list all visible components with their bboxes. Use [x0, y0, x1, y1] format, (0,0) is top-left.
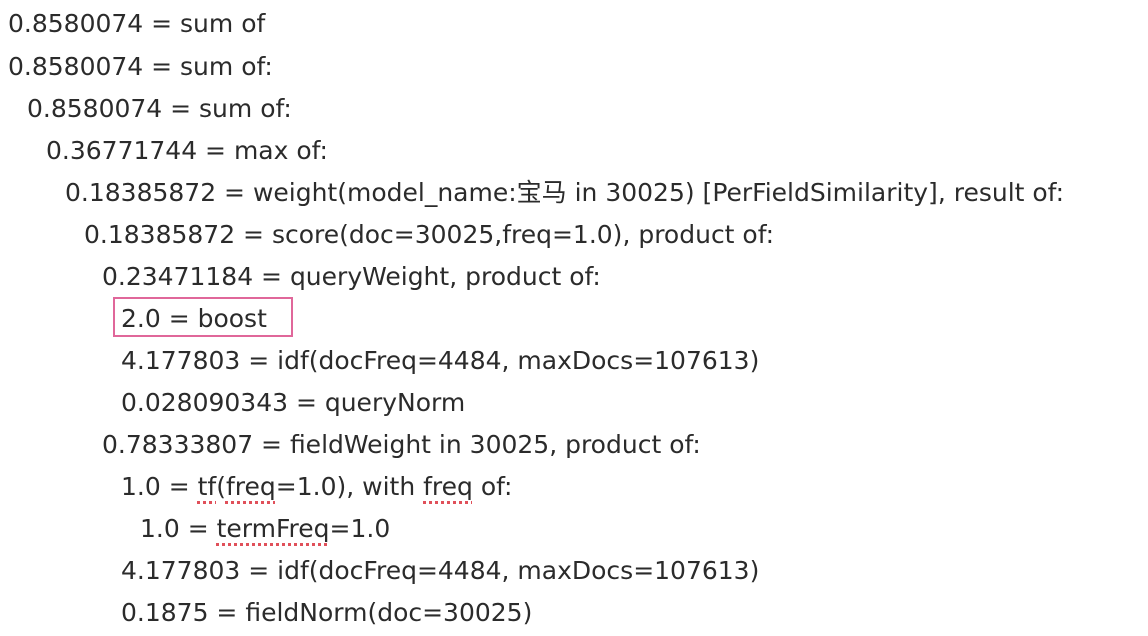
spellcheck-word-tf: tf	[197, 472, 217, 501]
explain-line-4: 0.36771744 = max of:	[46, 136, 328, 165]
boost-highlight-box	[113, 297, 293, 337]
explain-line-12-part: of:	[472, 472, 513, 501]
spellcheck-word-freq: freq	[423, 472, 473, 501]
spellcheck-word-freq: freq	[225, 472, 276, 501]
explain-line-15: 0.1875 = fieldNorm(doc=30025)	[121, 598, 533, 627]
explain-line-12-part: (	[216, 472, 226, 501]
explain-line-13: 1.0 = termFreq=1.0	[140, 511, 390, 547]
explain-line-6: 0.18385872 = score(doc=30025,freq=1.0), …	[84, 220, 775, 249]
explain-line-13-part: 1.0 =	[140, 514, 217, 543]
explain-line-10: 0.028090343 = queryNorm	[121, 388, 466, 417]
explain-line-12-part: =1.0), with	[275, 472, 424, 501]
explain-line-12: 1.0 = tf(freq=1.0), with freq of:	[121, 469, 512, 505]
spellcheck-word-termfreq: termFreq	[216, 514, 330, 543]
explain-line-8-boost: 2.0 = boost	[121, 304, 267, 333]
explain-line-9: 4.177803 = idf(docFreq=4484, maxDocs=107…	[121, 346, 760, 375]
explain-line-14: 4.177803 = idf(docFreq=4484, maxDocs=107…	[121, 556, 760, 585]
explain-line-7: 0.23471184 = queryWeight, product of:	[102, 262, 601, 291]
explain-line-3: 0.8580074 = sum of:	[27, 94, 292, 123]
explain-line-13-part: =1.0	[329, 514, 391, 543]
explain-line-2: 0.8580074 = sum of:	[8, 52, 273, 81]
explain-line-11: 0.78333807 = fieldWeight in 30025, produ…	[102, 430, 701, 459]
explain-line-12-part: 1.0 =	[121, 472, 198, 501]
explain-line-1: 0.8580074 = sum of	[8, 9, 266, 38]
explain-line-5: 0.18385872 = weight(model_name:宝马 in 300…	[65, 178, 1065, 207]
